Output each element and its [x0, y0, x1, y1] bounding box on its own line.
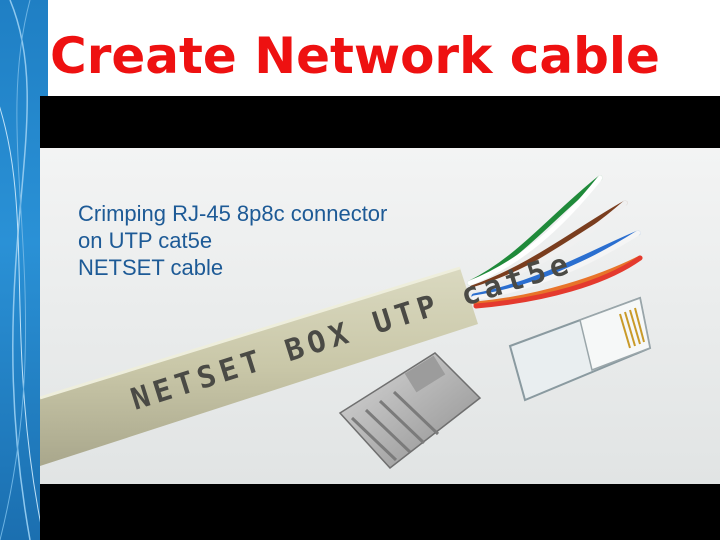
- cable-jacket: [40, 268, 478, 466]
- photo-scene: NETSET BOX UTP cat5e Crimping RJ-45 8p8c…: [40, 148, 720, 484]
- decorative-swirl: [0, 0, 45, 540]
- cable-illustration: NETSET BOX UTP cat5e: [40, 148, 720, 484]
- caption-line-1: Crimping RJ-45 8p8c connector: [78, 201, 388, 226]
- connector-boot: [338, 352, 482, 470]
- cable-highlight: [40, 266, 461, 400]
- caption-line-2: on UTP cat5e: [78, 228, 213, 253]
- cable-photo: NETSET BOX UTP cat5e Crimping RJ-45 8p8c…: [40, 96, 720, 540]
- caption-line-3: NETSET cable: [78, 255, 224, 280]
- twisted-wire-pairs: [467, 175, 643, 309]
- photo-caption: Crimping RJ-45 8p8c connector on UTP cat…: [78, 200, 387, 281]
- slide-title: Create Network cable: [50, 27, 660, 85]
- rj45-connector: [508, 296, 652, 402]
